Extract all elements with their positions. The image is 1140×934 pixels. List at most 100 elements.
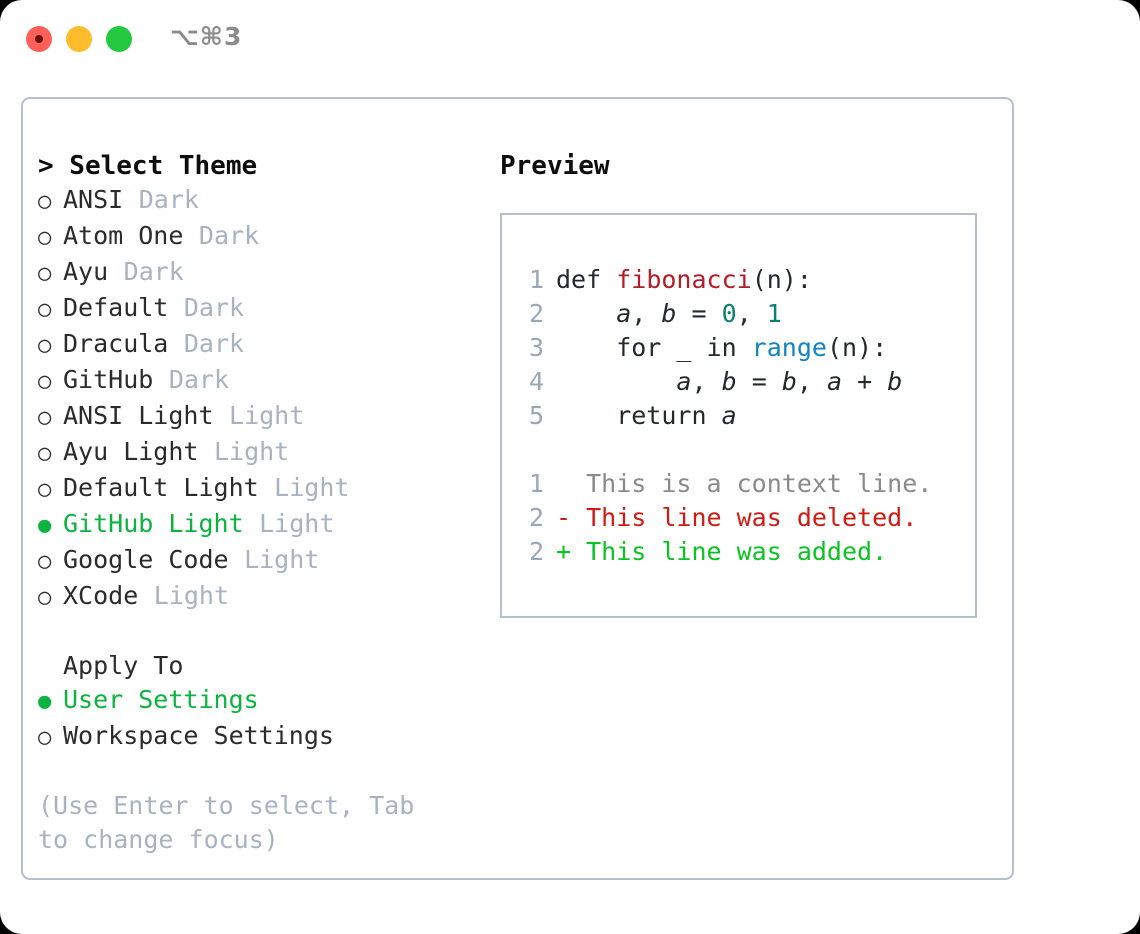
code-token: def <box>556 265 617 294</box>
code-token <box>556 299 616 328</box>
theme-variant-tag: Light <box>153 581 230 610</box>
theme-list-item[interactable]: ○ Atom One Dark <box>38 219 488 255</box>
theme-variant-tag: Dark <box>183 329 245 358</box>
theme-list-item[interactable]: ○ XCode Light <box>38 579 488 615</box>
radio-unselected-icon[interactable]: ○ <box>38 441 52 466</box>
theme-variant-tag: Dark <box>168 365 230 394</box>
theme-list-item[interactable]: ○ Default Dark <box>38 291 488 327</box>
theme-list-item[interactable]: ○ GitHub Dark <box>38 363 488 399</box>
theme-variant-tag: Light <box>229 401 305 430</box>
theme-picker-header: > Select Theme <box>38 151 258 181</box>
radio-selected-icon[interactable]: ● <box>38 689 52 714</box>
code-line: 1 def fibonacci(n): <box>516 263 975 297</box>
code-token: b <box>781 367 797 396</box>
code-token: b <box>721 367 737 396</box>
code-token: , <box>691 367 722 396</box>
code-token: b <box>661 299 677 328</box>
diff-sample: 1 This is a context line.2- This line wa… <box>516 467 975 569</box>
code-line-number: 3 <box>528 333 544 362</box>
theme-name: Ayu Light <box>63 437 199 466</box>
code-token <box>556 367 676 396</box>
code-token: 0 <box>721 299 737 328</box>
code-token: = <box>676 299 722 328</box>
diff-line-number: 2 <box>528 503 544 532</box>
theme-name: Atom One <box>63 221 184 250</box>
section-spacer <box>38 615 488 649</box>
radio-unselected-icon[interactable]: ○ <box>38 369 52 394</box>
radio-unselected-icon[interactable]: ○ <box>38 477 52 502</box>
code-line: 5 return a <box>516 399 975 433</box>
apply-to-option[interactable]: ○ Workspace Settings <box>38 719 488 755</box>
code-token: a <box>721 401 737 430</box>
theme-variant-tag: Dark <box>123 257 184 286</box>
radio-selected-icon[interactable]: ● <box>38 513 52 538</box>
code-token: for _ in <box>556 333 752 362</box>
apply-to-option-label: User Settings <box>63 685 259 714</box>
theme-variant-tag: Dark <box>183 293 245 322</box>
apply-to-option[interactable]: ● User Settings <box>38 683 488 719</box>
radio-unselected-icon[interactable]: ○ <box>38 225 52 250</box>
code-token: return <box>556 401 722 430</box>
apply-to-option-label: Workspace Settings <box>63 721 334 750</box>
code-token: + <box>842 367 888 396</box>
preview-title: Preview <box>500 151 610 181</box>
code-line-number: 1 <box>528 265 544 294</box>
radio-unselected-icon[interactable]: ○ <box>38 725 52 750</box>
radio-unselected-icon[interactable]: ○ <box>38 333 52 358</box>
zoom-window-button[interactable] <box>106 26 132 52</box>
code-token: (n): <box>751 265 812 294</box>
radio-unselected-icon[interactable]: ○ <box>38 585 52 610</box>
theme-name: Default <box>63 293 169 322</box>
minimize-window-button[interactable] <box>66 26 92 52</box>
code-line-text: a, b = b, a + b <box>556 365 902 399</box>
apply-to-header: Apply To <box>63 651 184 680</box>
apply-to-list[interactable]: ● User Settings ○ Workspace Settings <box>38 683 488 755</box>
diff-line: 2- This line was deleted. <box>516 501 975 535</box>
diff-marker: - <box>556 503 572 532</box>
theme-name: XCode <box>63 581 139 610</box>
diff-line-text: This is a context line. <box>571 469 933 498</box>
code-token: , <box>796 367 827 396</box>
radio-unselected-icon[interactable]: ○ <box>38 189 52 214</box>
code-line-number: 2 <box>528 299 544 328</box>
diff-line-number: 1 <box>528 469 544 498</box>
title-bar: ⌥⌘3 <box>0 0 1140 78</box>
code-line: 4 a, b = b, a + b <box>516 365 975 399</box>
code-token: fibonacci <box>616 265 752 294</box>
code-token: (n): <box>826 333 888 362</box>
close-window-button[interactable] <box>26 26 52 52</box>
theme-name: GitHub <box>63 365 154 394</box>
diff-line-text: This line was deleted. <box>571 503 918 532</box>
keyboard-hint: (Use Enter to select, Tab to change focu… <box>38 791 415 854</box>
apply-to-header-row: ○ Apply To <box>38 649 488 683</box>
diff-line: 1 This is a context line. <box>516 467 975 501</box>
radio-unselected-icon[interactable]: ○ <box>38 405 52 430</box>
theme-variant-tag: Dark <box>198 221 260 250</box>
diff-line-text: This line was added. <box>571 537 888 566</box>
code-token: range <box>751 333 827 362</box>
traffic-lights <box>26 26 132 52</box>
diff-marker: + <box>556 537 572 566</box>
code-line-text: return a <box>556 399 737 433</box>
radio-unselected-icon[interactable]: ○ <box>38 297 52 322</box>
code-token: a <box>676 367 692 396</box>
spacer-bullet: ○ <box>38 649 63 683</box>
code-token: b <box>887 367 903 396</box>
code-line: 3 for _ in range(n): <box>516 331 975 365</box>
radio-unselected-icon[interactable]: ○ <box>38 549 52 574</box>
radio-unselected-icon[interactable]: ○ <box>38 261 52 286</box>
theme-variant-tag: Light <box>274 473 350 502</box>
keyboard-shortcut-label: ⌥⌘3 <box>170 22 243 51</box>
diff-line: 2+ This line was added. <box>516 535 975 569</box>
